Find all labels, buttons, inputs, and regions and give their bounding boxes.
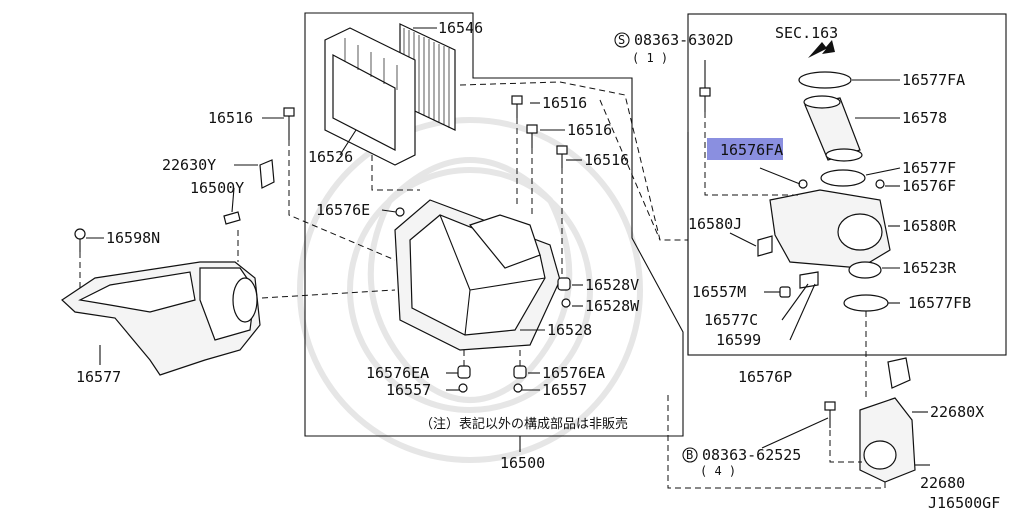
label-16580R[interactable]: 16580R — [902, 217, 957, 235]
grommet-16557M — [779, 286, 791, 298]
label-16577FA[interactable]: 16577FA — [902, 71, 965, 89]
label-16500Y[interactable]: 16500Y — [190, 179, 244, 197]
collar-16557-r — [513, 383, 523, 393]
air-cleaner-box — [394, 199, 561, 351]
washer-16576E — [395, 207, 405, 217]
label-16523R[interactable]: 16523R — [902, 259, 957, 277]
label-16576EA-r[interactable]: 16576EA — [542, 364, 605, 382]
hose-16578 — [803, 95, 863, 162]
label-16557-l[interactable]: 16557 — [386, 381, 431, 399]
label-16557M[interactable]: 16557M — [692, 283, 746, 301]
label-22680[interactable]: 22680 — [920, 474, 965, 492]
label-22680X[interactable]: 22680X — [930, 403, 984, 421]
label-16577F[interactable]: 16577F — [902, 159, 956, 177]
bolt-16516-a — [511, 95, 523, 118]
bolt-16516-c — [556, 145, 568, 168]
label-16528W[interactable]: 16528W — [585, 297, 640, 315]
collar-16528W — [561, 298, 571, 308]
inlet-duct — [61, 261, 261, 376]
label-16546[interactable]: 16546 — [438, 19, 483, 37]
label-16599[interactable]: 16599 — [716, 331, 761, 349]
leader-lines — [86, 27, 930, 466]
bolt-16516-left — [283, 107, 295, 140]
bolt-type-s-letter: S — [618, 33, 625, 47]
label-16577FB[interactable]: 16577FB — [908, 294, 971, 312]
washer-16576FA — [798, 179, 808, 189]
collar-16557-l — [458, 383, 468, 393]
bolt-type-b-letter: B — [686, 448, 693, 462]
label-16576F[interactable]: 16576F — [902, 177, 956, 195]
label-16500[interactable]: 16500 — [500, 454, 545, 472]
sensor-22630Y — [259, 159, 275, 189]
diagram-code: J16500GF — [928, 494, 1000, 511]
clip-16577C — [799, 271, 819, 289]
label-16580J[interactable]: 16580J — [688, 215, 742, 233]
label-16576EA-l[interactable]: 16576EA — [366, 364, 429, 382]
washer-16576F — [875, 179, 885, 189]
label-16516-a[interactable]: 16516 — [542, 94, 587, 112]
bolt-type-b-circle — [682, 447, 698, 463]
label-16526[interactable]: 16526 — [308, 148, 353, 166]
watermark-emblem — [297, 117, 643, 463]
grommet-16528V — [557, 277, 571, 291]
label-16576E[interactable]: 16576E — [316, 201, 370, 219]
highlight-box — [707, 138, 783, 160]
clamp-16577F — [820, 169, 866, 187]
grommet-16576EA-r — [513, 365, 527, 379]
label-16577[interactable]: 16577 — [76, 368, 121, 386]
bolt-08363-62525 — [824, 401, 836, 428]
arrow-sec163 — [808, 40, 835, 58]
label-bolt-08363-6302D[interactable]: 08363-6302D — [634, 31, 733, 49]
label-bolt-08363-62525[interactable]: 08363-62525 — [702, 446, 801, 464]
label-bolt-d-qty: ( 1 ) — [632, 51, 668, 65]
assembly-dash-lines — [79, 81, 886, 489]
label-16528V[interactable]: 16528V — [585, 276, 639, 294]
clamp-16577FA — [798, 71, 852, 89]
label-16528[interactable]: 16528 — [547, 321, 592, 339]
bolt-16516-b — [526, 124, 538, 148]
label-16598N[interactable]: 16598N — [106, 229, 160, 247]
resonator-16580R — [769, 189, 891, 269]
maf-sensor-22680 — [859, 357, 916, 483]
grommet-16576EA-l — [457, 365, 471, 379]
label-bolt-b-qty: ( 4 ) — [700, 464, 736, 478]
label-16576P[interactable]: 16576P — [738, 368, 792, 386]
label-16577C[interactable]: 16577C — [704, 311, 758, 329]
label-sec163[interactable]: SEC.163 — [775, 24, 838, 42]
label-16578[interactable]: 16578 — [902, 109, 947, 127]
label-16576FA[interactable]: 16576FA — [720, 141, 783, 159]
bracket-16580J — [757, 235, 773, 257]
bolt-type-s-circle — [614, 32, 630, 48]
grommet-16500Y — [223, 211, 241, 225]
clip-16598N — [74, 228, 86, 252]
filter-frame — [324, 27, 416, 166]
note-text: （注）表記以外の構成部品は非販売 — [420, 416, 628, 432]
bolt-08363-6302D — [699, 87, 711, 112]
clamp-16577FB — [843, 294, 889, 312]
label-16557-r[interactable]: 16557 — [542, 381, 587, 399]
label-16516-b[interactable]: 16516 — [567, 121, 612, 139]
label-16516-left[interactable]: 16516 — [208, 109, 253, 127]
label-22630Y[interactable]: 22630Y — [162, 156, 216, 174]
seal-16523R — [848, 261, 882, 279]
label-16516-c[interactable]: 16516 — [584, 151, 629, 169]
